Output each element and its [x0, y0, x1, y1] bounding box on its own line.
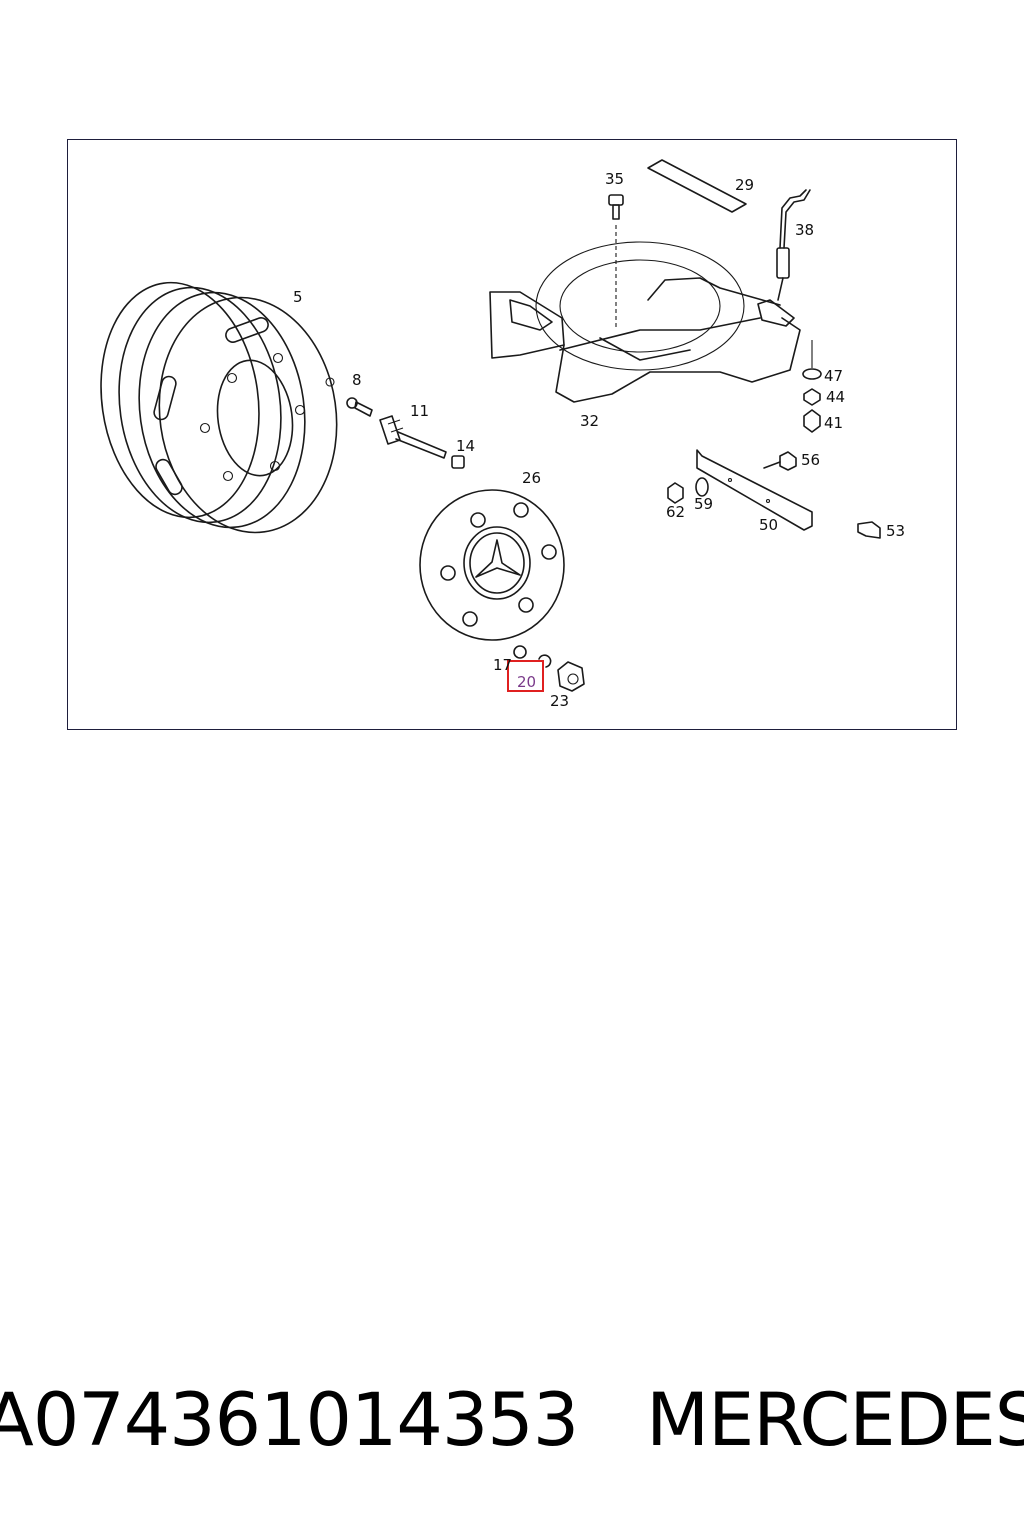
retaining-clip[interactable]	[538, 654, 552, 668]
callout-62: 62	[666, 503, 685, 521]
cap-nut[interactable]	[803, 409, 821, 433]
tire-valve[interactable]	[346, 397, 373, 417]
mounting-strip[interactable]	[696, 449, 813, 531]
callout-56: 56	[801, 451, 820, 469]
hub-cap[interactable]	[419, 489, 565, 641]
valve-cap[interactable]	[451, 455, 465, 469]
callout-17: 17	[493, 656, 512, 674]
washer[interactable]	[695, 477, 709, 497]
wheel-nut[interactable]	[557, 661, 585, 692]
brand-name: MERCEDES	[646, 1378, 1024, 1463]
callout-47: 47	[824, 367, 843, 385]
callout-26: 26	[522, 469, 541, 487]
lock-nut[interactable]	[803, 388, 821, 406]
hex-nut[interactable]	[667, 482, 684, 504]
hex-screw[interactable]	[763, 451, 797, 471]
wheel-rim[interactable]	[86, 272, 351, 544]
small-washer[interactable]	[513, 645, 527, 659]
callout-14: 14	[456, 437, 475, 455]
part-caption: A074361014353 MERCEDES	[0, 1378, 1024, 1463]
spring-washer[interactable]	[802, 368, 822, 380]
callout-59: 59	[694, 495, 713, 513]
callout-23: 23	[550, 692, 569, 710]
highlight-box[interactable]	[507, 660, 544, 692]
valve-extension[interactable]	[379, 415, 447, 459]
callout-29: 29	[735, 176, 754, 194]
callout-32: 32	[580, 412, 599, 430]
callout-50: 50	[759, 516, 778, 534]
release-cable[interactable]	[776, 189, 811, 301]
spare-wheel-carrier[interactable]	[489, 241, 801, 403]
callout-44: 44	[826, 388, 845, 406]
mounting-bolt[interactable]	[608, 194, 624, 330]
callout-5: 5	[293, 288, 303, 306]
callout-35: 35	[605, 170, 624, 188]
wheel-parts-diagram: 5 8 11 14 26 17 20 23 35 29 38 32 47 44 …	[86, 159, 905, 710]
callout-8: 8	[352, 371, 362, 389]
callout-20[interactable]: 20	[517, 673, 536, 691]
parts-diagram-frame	[67, 139, 957, 730]
part-number: A074361014353	[0, 1378, 579, 1463]
callout-38: 38	[795, 221, 814, 239]
callout-53: 53	[886, 522, 905, 540]
callout-11: 11	[410, 402, 429, 420]
small-bracket[interactable]	[857, 521, 881, 539]
label-plate[interactable]	[647, 159, 747, 213]
callout-41: 41	[824, 414, 843, 432]
